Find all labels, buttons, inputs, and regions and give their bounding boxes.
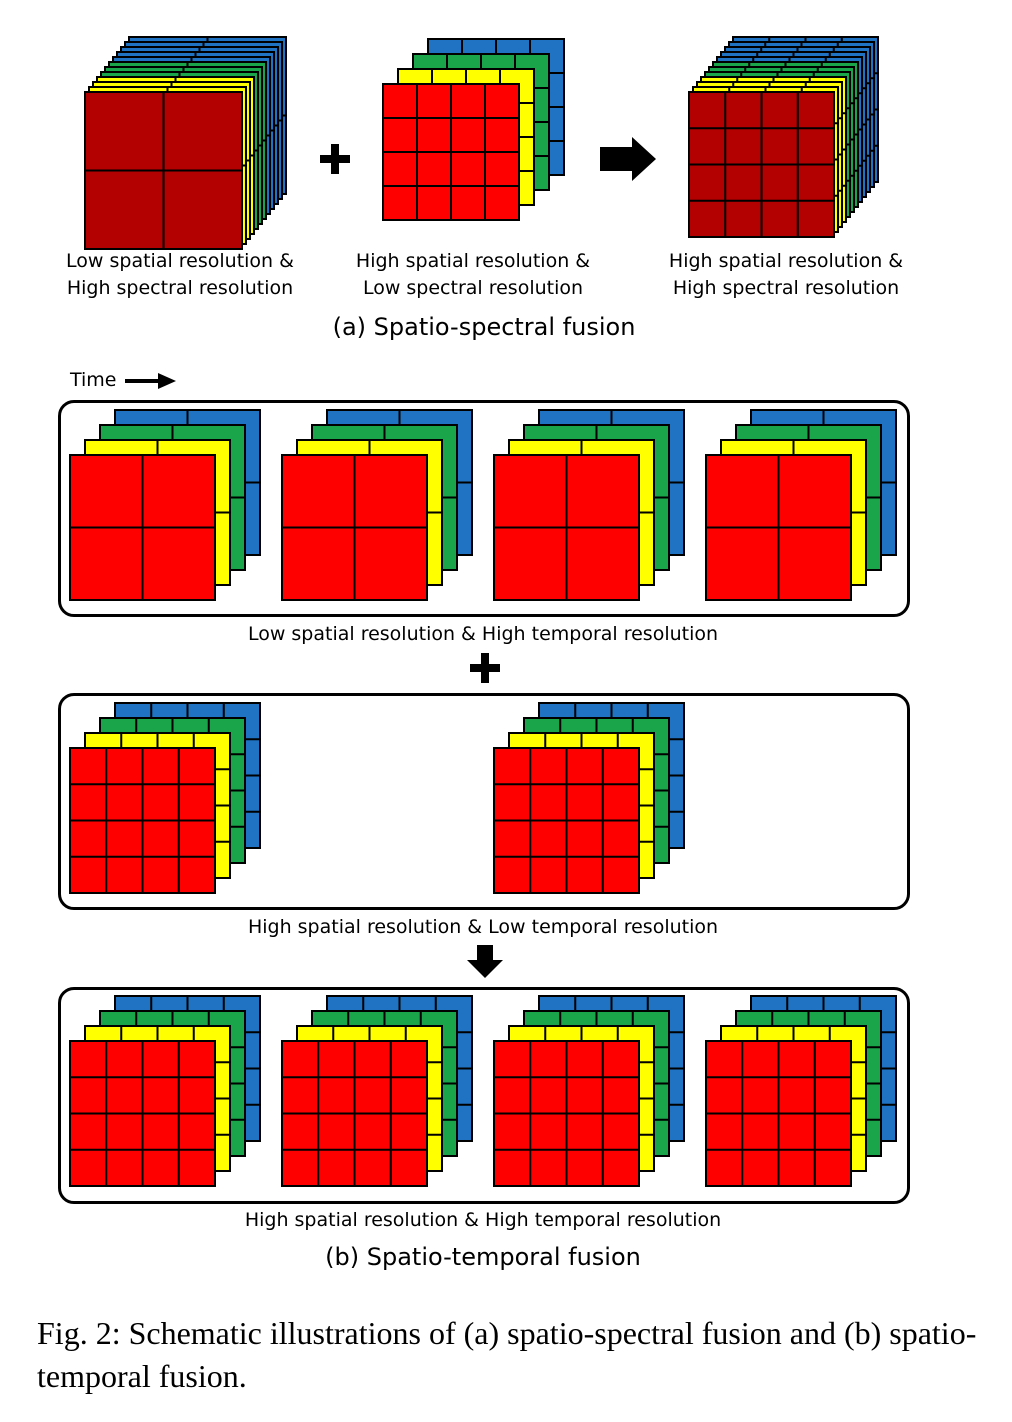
label-input-low-spatial: Low spatial resolution & High spectral r… [66, 248, 294, 302]
row-label-3: High spatial resolution & High temporal … [244, 1209, 722, 1231]
front-band-layer [493, 747, 640, 894]
label-line: Low spectral resolution [362, 277, 584, 299]
row-label-1: Low spatial resolution & High temporal r… [247, 623, 719, 645]
time-arrow-icon [158, 373, 176, 389]
plus-icon [481, 653, 489, 683]
time-label: Time [70, 369, 117, 391]
label-line: High spectral resolution [66, 277, 294, 299]
cube-row3-t4 [705, 995, 897, 1187]
time-arrow-icon [125, 379, 161, 383]
cube-row1-t3 [493, 409, 685, 601]
part-b-title: (b) Spatio-temporal fusion [325, 1243, 641, 1271]
cube-row2-t1 [69, 702, 261, 894]
front-band-layer [382, 83, 520, 221]
arrow-down-icon [467, 945, 503, 978]
panel-low-spatial-high-temporal [58, 400, 910, 617]
front-band-layer [705, 1040, 852, 1187]
front-band-layer [281, 454, 428, 601]
figure: Low spatial resolution & High spectral r… [58, 36, 910, 1271]
cube-row3-t2 [281, 995, 473, 1187]
cube-low-spatial-high-spectral [84, 36, 287, 250]
label-input-high-spatial: High spatial resolution & Low spectral r… [356, 248, 590, 302]
front-band-layer [281, 1040, 428, 1187]
front-band-layer [493, 454, 640, 601]
part-a-title: (a) Spatio-spectral fusion [332, 313, 636, 341]
front-band-layer [69, 454, 216, 601]
panel-high-spatial-high-temporal [58, 987, 910, 1204]
cube-row3-t3 [493, 995, 685, 1187]
label-line: High spectral resolution [672, 277, 900, 299]
figure-caption: Fig. 2: Schematic illustrations of (a) s… [37, 1315, 977, 1394]
front-band-layer [69, 747, 216, 894]
front-band-layer [688, 91, 835, 238]
cube-diagrams [69, 36, 897, 1187]
label-line: High spatial resolution & [355, 250, 591, 272]
label-line: Low spatial resolution & [66, 250, 294, 272]
cube-row2-t3 [493, 702, 685, 894]
row-label-2: High spatial resolution & Low temporal r… [247, 916, 719, 938]
cube-row3-t1 [69, 995, 261, 1187]
cube-row1-t4 [705, 409, 897, 601]
front-band-layer [69, 1040, 216, 1187]
plus-icon [331, 144, 339, 174]
label-line: High spatial resolution & [668, 250, 904, 272]
label-output-fused: High spatial resolution & High spectral … [669, 248, 903, 302]
panel-high-spatial-low-temporal [58, 693, 910, 910]
front-band-layer [705, 454, 852, 601]
cube-row1-t1 [69, 409, 261, 601]
arrow-right-icon [600, 137, 656, 181]
front-band-layer [84, 91, 243, 250]
cube-row1-t2 [281, 409, 473, 601]
cube-high-spatial-high-spectral [688, 36, 879, 238]
cube-high-spatial-low-spectral [382, 38, 565, 221]
front-band-layer [493, 1040, 640, 1187]
